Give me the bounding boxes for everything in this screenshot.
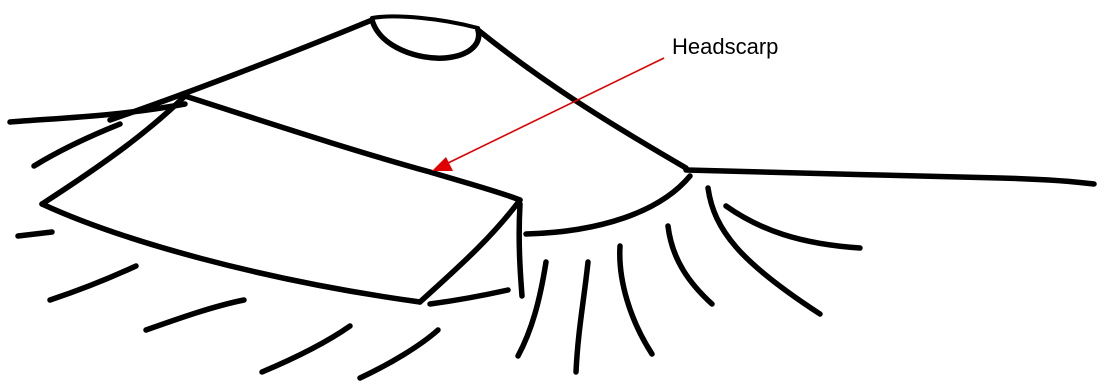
block-bottom-edge <box>42 204 420 302</box>
block-top-edge <box>185 96 520 200</box>
left-flank-ridge <box>110 20 372 120</box>
ground-line-right <box>686 170 1094 184</box>
block-bottom-fragment <box>430 290 508 304</box>
toe-stroke-6 <box>726 206 860 248</box>
debris-stroke-2 <box>50 266 136 300</box>
headscarp-label: Headscarp <box>672 34 778 59</box>
debris-stroke-4 <box>262 326 350 372</box>
toe-stroke-3 <box>620 246 652 354</box>
ground-fragment-left <box>18 232 52 236</box>
crown-rim <box>372 16 478 28</box>
toe-stroke-4 <box>668 226 712 304</box>
right-flank-ridge <box>478 30 686 168</box>
toe-stroke-2 <box>576 262 588 372</box>
debris-stroke-3 <box>146 300 244 330</box>
headscarp-arrow-head <box>432 157 453 171</box>
debris-stroke-5 <box>360 330 438 378</box>
headscarp-arrow-line <box>446 58 664 164</box>
block-front-edge <box>420 200 520 302</box>
scarp-vertical <box>519 204 522 296</box>
